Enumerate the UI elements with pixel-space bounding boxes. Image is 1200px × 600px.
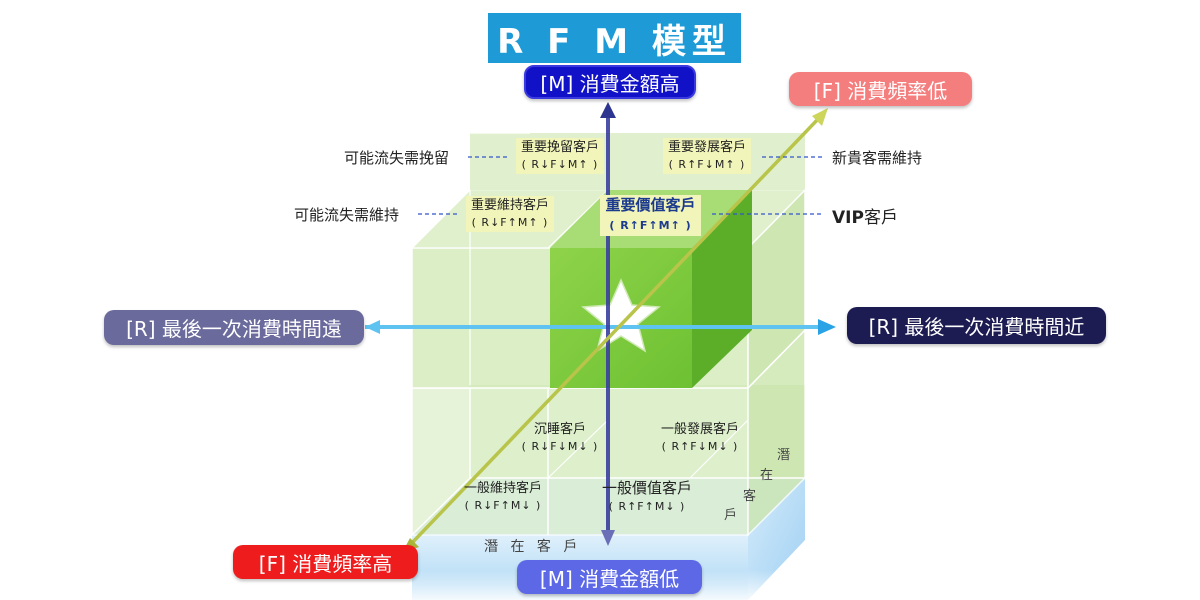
- cell-important-develop-code: ( R↑F↓M↑ ): [668, 158, 746, 171]
- note-new-valuable: 新貴客需維持: [832, 149, 923, 167]
- potential-char-2: 在: [760, 468, 774, 483]
- cell-important-value-code: ( R↑F↑M↑ ): [609, 219, 692, 232]
- cell-important-maintain: 重要維持客戶 ( R↓F↑M↑ ): [455, 196, 565, 232]
- r-far-text: [R] 最後一次消費時間遠: [126, 317, 342, 341]
- potential-base-side: [748, 478, 805, 600]
- cell-important-retain-name: 重要挽留客戶: [520, 140, 599, 155]
- r-near-text: [R] 最後一次消費時間近: [868, 315, 1085, 339]
- potential-char-4: 戶: [724, 508, 738, 523]
- upper-side-face: [747, 188, 806, 390]
- cell-important-maintain-code: ( R↓F↑M↑ ): [471, 216, 549, 229]
- cell-general-maintain-name: 一般維持客戶: [463, 481, 542, 496]
- f-top-arrowhead: [812, 108, 828, 126]
- cell-dormant: 沉睡客戶 ( R↓F↓M↓ ): [505, 421, 615, 455]
- note-vip-rest: 客戶: [863, 208, 898, 228]
- r-near-label: [R] 最後一次消費時間近: [847, 307, 1106, 344]
- cell-important-retain: 重要挽留客戶 ( R↓F↓M↑ ): [505, 138, 615, 174]
- star-icon: [581, 278, 661, 353]
- potential-bottom-label: 潛 在 客 戶: [484, 539, 582, 555]
- f-low-text: [F] 消費頻率低: [813, 78, 948, 103]
- cell-important-maintain-name: 重要維持客戶: [470, 198, 549, 213]
- cell-important-value-name: 重要價值客戶: [605, 196, 696, 214]
- cell-general-develop-name: 一般發展客戶: [660, 422, 739, 437]
- cell-general-maintain-code: ( R↓F↑M↓ ): [464, 499, 542, 512]
- cell-general-value-code: ( R↑F↑M↓ ): [608, 500, 686, 513]
- r-far-label: [R] 最後一次消費時間遠: [104, 310, 364, 345]
- m-high-text: [M] 消費金額高: [540, 71, 680, 96]
- note-vip-bold: VIP: [832, 208, 864, 228]
- cell-important-develop-name: 重要發展客戶: [667, 140, 746, 155]
- note-may-lose-maintain: 可能流失需維持: [294, 206, 400, 224]
- cell-general-maintain: 一般維持客戶 ( R↓F↑M↓ ): [448, 480, 558, 514]
- r-right-arrowhead: [818, 319, 836, 335]
- potential-char-1: 潛: [777, 448, 791, 463]
- cell-general-develop: 一般發展客戶 ( R↑F↓M↓ ): [645, 421, 755, 455]
- vip-cube-side: [692, 190, 752, 388]
- cell-dormant-name: 沉睡客戶: [533, 422, 586, 437]
- page-title-text: R F M 模型: [497, 21, 732, 62]
- note-vip: VIP客戶: [832, 203, 898, 228]
- f-high-label: [F] 消費頻率高: [233, 545, 418, 579]
- cell-general-develop-code: ( R↑F↓M↓ ): [661, 440, 739, 453]
- cell-general-value: 一般價值客戶 ( R↑F↑M↓ ): [592, 480, 702, 515]
- cell-important-retain-code: ( R↓F↓M↑ ): [521, 158, 599, 171]
- cell-important-value: 重要價值客戶 ( R↑F↑M↑ ): [588, 195, 713, 236]
- cell-general-value-name: 一般價值客戶: [601, 479, 692, 497]
- m-down-arrowhead: [601, 530, 615, 546]
- f-high-text: [F] 消費頻率高: [258, 551, 393, 576]
- f-low-label: [F] 消費頻率低: [789, 72, 972, 106]
- m-up-arrowhead: [600, 102, 616, 118]
- page-title: R F M 模型: [488, 13, 741, 63]
- m-low-text: [M] 消費金額低: [539, 566, 680, 591]
- cell-dormant-code: ( R↓F↓M↓ ): [521, 440, 599, 453]
- note-may-lose-retain: 可能流失需挽留: [344, 149, 450, 167]
- m-high-label: [M] 消費金額高: [524, 65, 696, 99]
- r-left-arrowhead: [365, 320, 380, 334]
- m-low-label: [M] 消費金額低: [517, 560, 702, 594]
- potential-char-3: 客: [743, 489, 757, 504]
- cell-important-develop: 重要發展客戶 ( R↑F↓M↑ ): [652, 138, 762, 174]
